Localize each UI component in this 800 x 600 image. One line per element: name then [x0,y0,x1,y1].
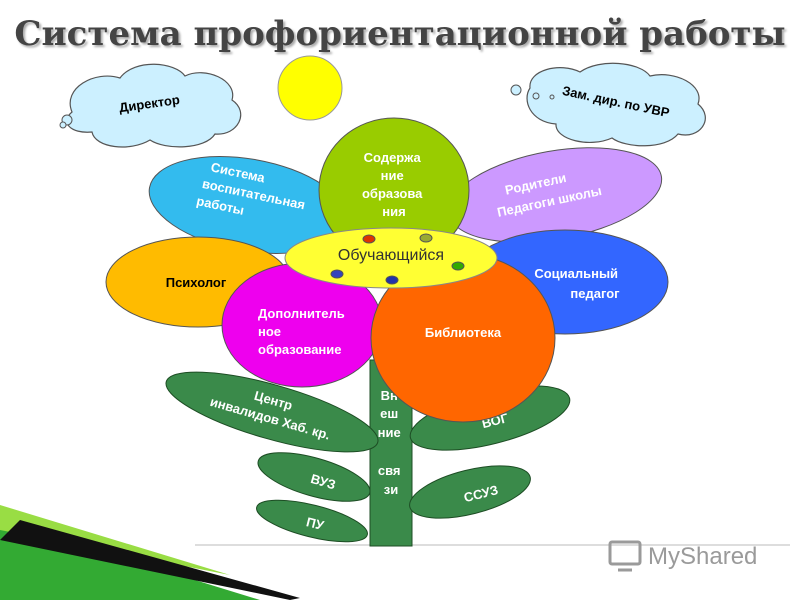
page-title: Система профориентационной работы [14,14,786,54]
watermark-text: MyShared [648,543,757,570]
watermark-logo: MyShared [604,536,774,576]
monitor-icon [608,540,642,572]
petal-dopolnitelnoe: Дополнитель ное образование [221,262,383,388]
svg-text:Библиотека: Библиотека [425,325,502,340]
svg-text:ВУЗ: ВУЗ [309,471,337,492]
center-obuchayushchiysya: Обучающийся [284,227,498,289]
leaf-center-invalidov: Центр инвалидов Хаб. кр. [165,371,379,453]
petal-roditeli: Родители Педагоги школы [447,147,663,243]
center-dot [385,275,399,285]
center-dot [330,269,344,279]
petal-soderzhanie: Содержа ние образова ния [318,117,470,263]
svg-text:Дополнитель ное об: Дополнитель ное образование [258,306,348,357]
leaf-pu: ПУ [256,499,368,543]
petal-vospitatelnaya: Система воспитательная работы [148,155,348,255]
center-dot [419,233,433,243]
leaf-ssuz: ССУЗ [409,465,531,519]
svg-text:Содержа ние образо: Содержа ние образова ния [362,150,426,219]
leaf-vuz: ВУЗ [257,452,371,502]
corner-stripe-light [0,505,230,575]
cloud-director: Директор [59,63,242,148]
svg-text:Психолог: Психолог [166,275,227,290]
svg-text:ПУ: ПУ [305,514,326,533]
svg-text:Обучающийся: Обучающийся [338,247,444,264]
center-dot [362,234,376,244]
sun [277,55,343,121]
svg-text:Социальный педагог: Социальный педагог [534,266,621,301]
center-dot [451,261,465,271]
corner-stripe-dark [0,520,300,600]
cloud-deputy: Зам. дир. по УВР [510,62,706,147]
